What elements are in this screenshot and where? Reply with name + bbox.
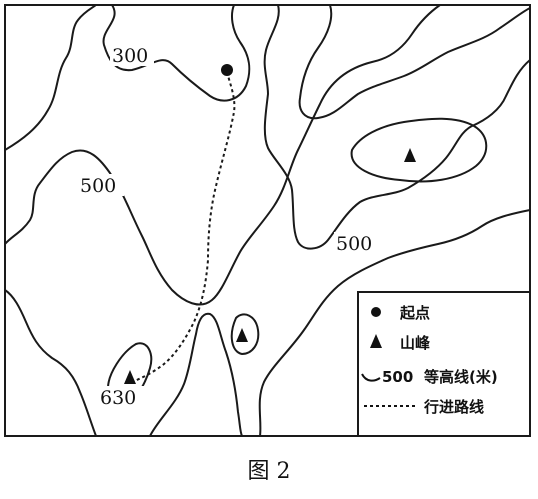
legend-contour-icon: [361, 373, 381, 382]
legend-start-icon: [371, 307, 381, 317]
contour-label-500-left: 500: [80, 175, 116, 197]
contour-line-500-left: [4, 4, 441, 306]
start-point-marker: [221, 64, 233, 76]
legend-contour-value: 500: [382, 368, 413, 386]
contour-line-300: [102, 4, 251, 102]
legend-peak-icon: [370, 334, 382, 348]
legend-peak-label: 山峰: [400, 334, 431, 352]
contour-line-bottom-mid: [149, 312, 243, 437]
contour-line-east-hill: [350, 117, 488, 183]
peak-marker-east: [404, 148, 416, 162]
hiking-route: [131, 71, 236, 383]
legend-box: [357, 291, 531, 437]
contour-line-east-upper: [298, 4, 531, 120]
legend-start-label: 起点: [399, 304, 430, 322]
contour-line-inner-ridge: [263, 4, 531, 250]
contour-label-630: 630: [100, 387, 136, 409]
legend: 起点 山峰 500 等高线(米) 行进路线: [357, 291, 531, 437]
contour-label-300: 300: [112, 45, 148, 67]
contour-line-300-left: [4, 4, 97, 151]
contour-line-500-lower: [258, 209, 531, 437]
peak-marker-center: [236, 328, 248, 342]
map-frame: [4, 4, 531, 437]
legend-contour-label: 等高线(米): [424, 368, 498, 386]
contour-labels: 300 500 500 630: [78, 44, 380, 409]
contour-line-small-peak: [230, 313, 260, 355]
figure-caption: 图 2: [248, 459, 291, 484]
peak-marker-630: [124, 370, 136, 384]
legend-route-label: 行进路线: [423, 398, 484, 416]
contour-label-500-right: 500: [336, 233, 372, 255]
contour-line-bottom-valley: [4, 289, 97, 437]
